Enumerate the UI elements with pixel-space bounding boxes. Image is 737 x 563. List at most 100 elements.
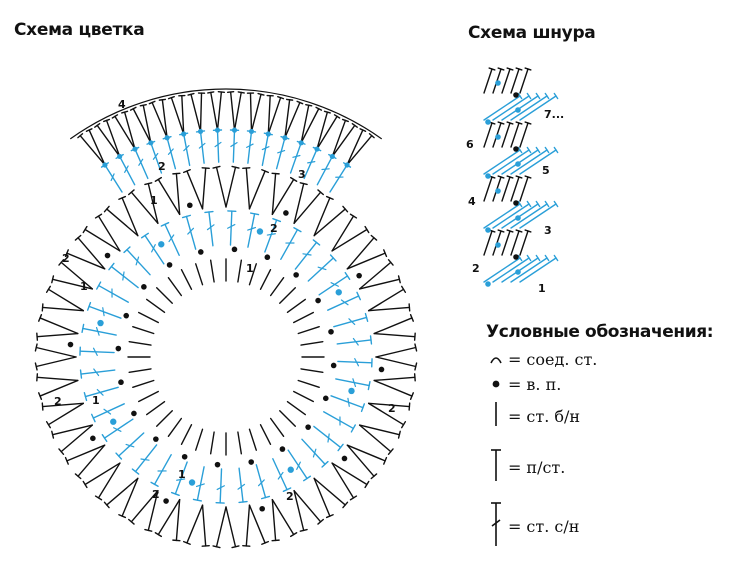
black-stitch-symbol	[144, 182, 159, 225]
blue-double-crochet-symbol	[330, 395, 366, 413]
black-stitch-symbol	[36, 373, 79, 382]
flower-row-label: 2	[54, 395, 62, 408]
inner-stitch-symbol	[300, 340, 324, 346]
inner-stitch-symbol	[156, 410, 173, 427]
petal-black-stitch-symbol	[94, 122, 121, 158]
black-stitch-symbol	[331, 462, 358, 501]
black-stitch-symbol	[373, 332, 416, 341]
petal-black-stitch-symbol	[300, 103, 313, 144]
black-stitch-symbol	[212, 165, 227, 208]
black-stitch-symbol	[346, 444, 388, 465]
inner-stitch-symbol	[132, 326, 155, 335]
chain-dot	[118, 379, 124, 386]
inner-stitch-symbol	[286, 400, 306, 416]
cord-chain-dot	[485, 227, 491, 233]
chain-dot	[214, 461, 221, 468]
chain-dot	[378, 366, 385, 373]
black-stitch-symbol	[41, 303, 85, 312]
petal-blue-stitch-symbol	[246, 130, 257, 164]
single-crochet-line-icon	[486, 400, 506, 432]
blue-chain-dot	[329, 153, 335, 160]
black-stitch-symbol	[271, 498, 298, 538]
black-stitch-symbol	[34, 356, 77, 371]
black-stitch-symbol	[346, 444, 378, 480]
cord-stitch-symbol	[510, 92, 550, 121]
inner-stitch-symbol	[279, 410, 296, 427]
blue-double-crochet-symbol	[335, 378, 371, 391]
blue-double-crochet-symbol	[255, 464, 271, 500]
inner-stitch-symbol	[128, 368, 152, 374]
inner-stitch-symbol	[237, 259, 243, 283]
inner-stitch-symbol	[137, 390, 159, 403]
half-double-crochet-icon	[486, 447, 506, 487]
petal-black-stitch-symbol	[77, 133, 106, 166]
inner-stitch-symbol	[146, 298, 166, 314]
inner-stitch-symbol	[209, 431, 215, 455]
black-stitch-symbol	[248, 169, 269, 210]
blue-chain-dot	[132, 146, 138, 152]
cord-stitch-symbol	[510, 254, 550, 283]
blue-double-crochet-symbol	[247, 212, 260, 248]
inner-stitch-symbol	[297, 379, 320, 388]
petal-outline	[69, 88, 383, 140]
legend-equals: =	[508, 457, 522, 477]
black-stitch-symbol	[128, 489, 159, 525]
petal-black-stitch-symbol	[331, 122, 358, 158]
blue-double-crochet-symbol	[333, 312, 369, 328]
blue-double-crochet-symbol	[86, 301, 122, 319]
legend-item-half-double: = п/ст.	[486, 447, 565, 487]
black-stitch-symbol	[201, 167, 210, 210]
chain-dot	[315, 297, 321, 304]
blue-double-crochet-symbol	[227, 210, 237, 246]
blue-double-crochet-symbol	[79, 346, 115, 356]
black-stitch-symbol	[358, 259, 394, 290]
blue-double-crochet-symbol	[307, 254, 337, 282]
cord-blue-dot	[515, 107, 521, 113]
cord-blue-dot	[495, 188, 501, 194]
black-stitch-symbol	[154, 176, 181, 216]
legend-equals: =	[508, 350, 522, 369]
cord-stitch-symbol	[483, 200, 523, 229]
blue-chain-dot	[188, 479, 196, 486]
black-stitch-symbol	[225, 165, 240, 208]
cord-stitch-symbol	[510, 67, 523, 94]
chain-dot	[305, 424, 311, 430]
blue-double-crochet-symbol	[318, 271, 351, 296]
blue-double-crochet-symbol	[81, 323, 117, 336]
petal-black-stitch-symbol	[129, 106, 152, 144]
cord-scheme-title: Схема шнура	[468, 23, 596, 43]
cord-stitch-symbol	[492, 254, 532, 283]
blue-double-crochet-symbol	[96, 281, 130, 303]
blue-chain-dot	[231, 127, 238, 133]
black-stitch-symbol	[34, 343, 77, 358]
blue-double-crochet-symbol	[170, 461, 188, 497]
black-stitch-symbol	[172, 172, 181, 216]
blue-double-crochet-symbol	[272, 458, 292, 493]
cord-stitch-symbol	[501, 200, 541, 229]
black-stitch-symbol	[313, 205, 349, 237]
black-stitch-symbol	[103, 205, 139, 237]
black-stitch-symbol	[144, 489, 159, 532]
cord-stitch-symbol	[501, 254, 541, 283]
cord-stitch-symbol	[519, 146, 559, 175]
black-stitch-symbol	[51, 424, 94, 439]
flower-row-label: 2	[158, 160, 166, 173]
cord-stitch-symbol	[492, 146, 532, 175]
black-stitch-symbol	[242, 504, 251, 547]
cord-stitch-symbol	[492, 92, 532, 121]
blue-double-crochet-symbol	[237, 467, 248, 504]
cord-stitch-symbol	[501, 121, 514, 148]
petal-black-stitch-symbol	[111, 114, 136, 150]
cord-row-label: 2	[472, 262, 480, 275]
cord-blue-dot	[515, 269, 521, 275]
black-stitch-symbol	[94, 462, 121, 501]
slip-stitch-arc-icon	[486, 350, 506, 369]
inner-stitch-symbol	[286, 298, 306, 314]
blue-chain-dot	[287, 466, 294, 473]
chain-dot	[187, 202, 193, 209]
cord-stitch-symbol	[483, 67, 496, 94]
black-stitch-symbol	[183, 169, 204, 210]
cord-chain-dot	[485, 173, 491, 179]
black-stitch-symbol	[128, 189, 159, 225]
inner-stitch-symbol	[237, 431, 243, 455]
